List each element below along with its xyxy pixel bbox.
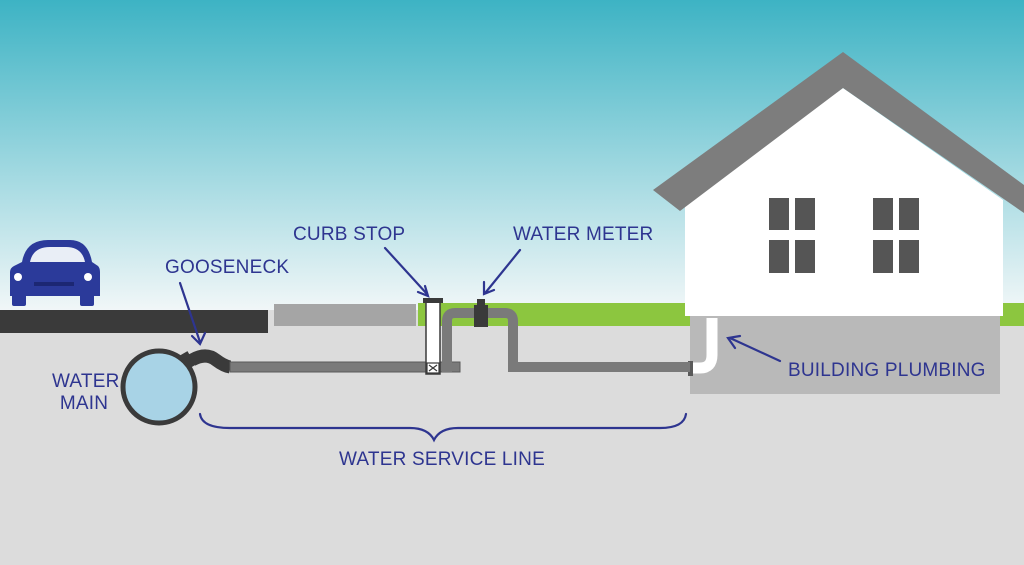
building-plumbing-label: BUILDING PLUMBING [788,360,986,381]
roof [653,52,1024,213]
car-icon [10,240,100,306]
building-plumbing-arrow [726,334,782,363]
road [0,310,268,333]
curb-stop-label: CURB STOP [293,224,406,245]
window-left [769,198,815,273]
water-main-label-line1: WATER [52,371,120,392]
house-icon [653,52,1024,316]
gooseneck-pipe [188,349,232,374]
service-pipe-left [229,361,461,373]
water-meter-arrow [482,248,522,296]
water-main-label-line2: MAIN [59,393,109,414]
service-line-brace [198,412,688,443]
water-main-label: WATER MAIN [52,371,120,415]
meter-loop-pipe [442,308,690,372]
basement [690,316,1000,394]
water-meter-label: WATER METER [513,224,654,245]
water-service-line-label: WATER SERVICE LINE [339,449,545,470]
water-main-pipe-icon [120,348,198,426]
gooseneck-arrow [178,281,207,346]
window-right [873,198,919,273]
sidewalk [274,304,416,326]
gooseneck-label: GOOSENECK [165,257,290,278]
water-meter-body [474,305,488,327]
building-plumbing-pipe [692,318,718,374]
curb-stop-arrow [383,246,430,298]
curb-stop-valve [426,362,440,374]
